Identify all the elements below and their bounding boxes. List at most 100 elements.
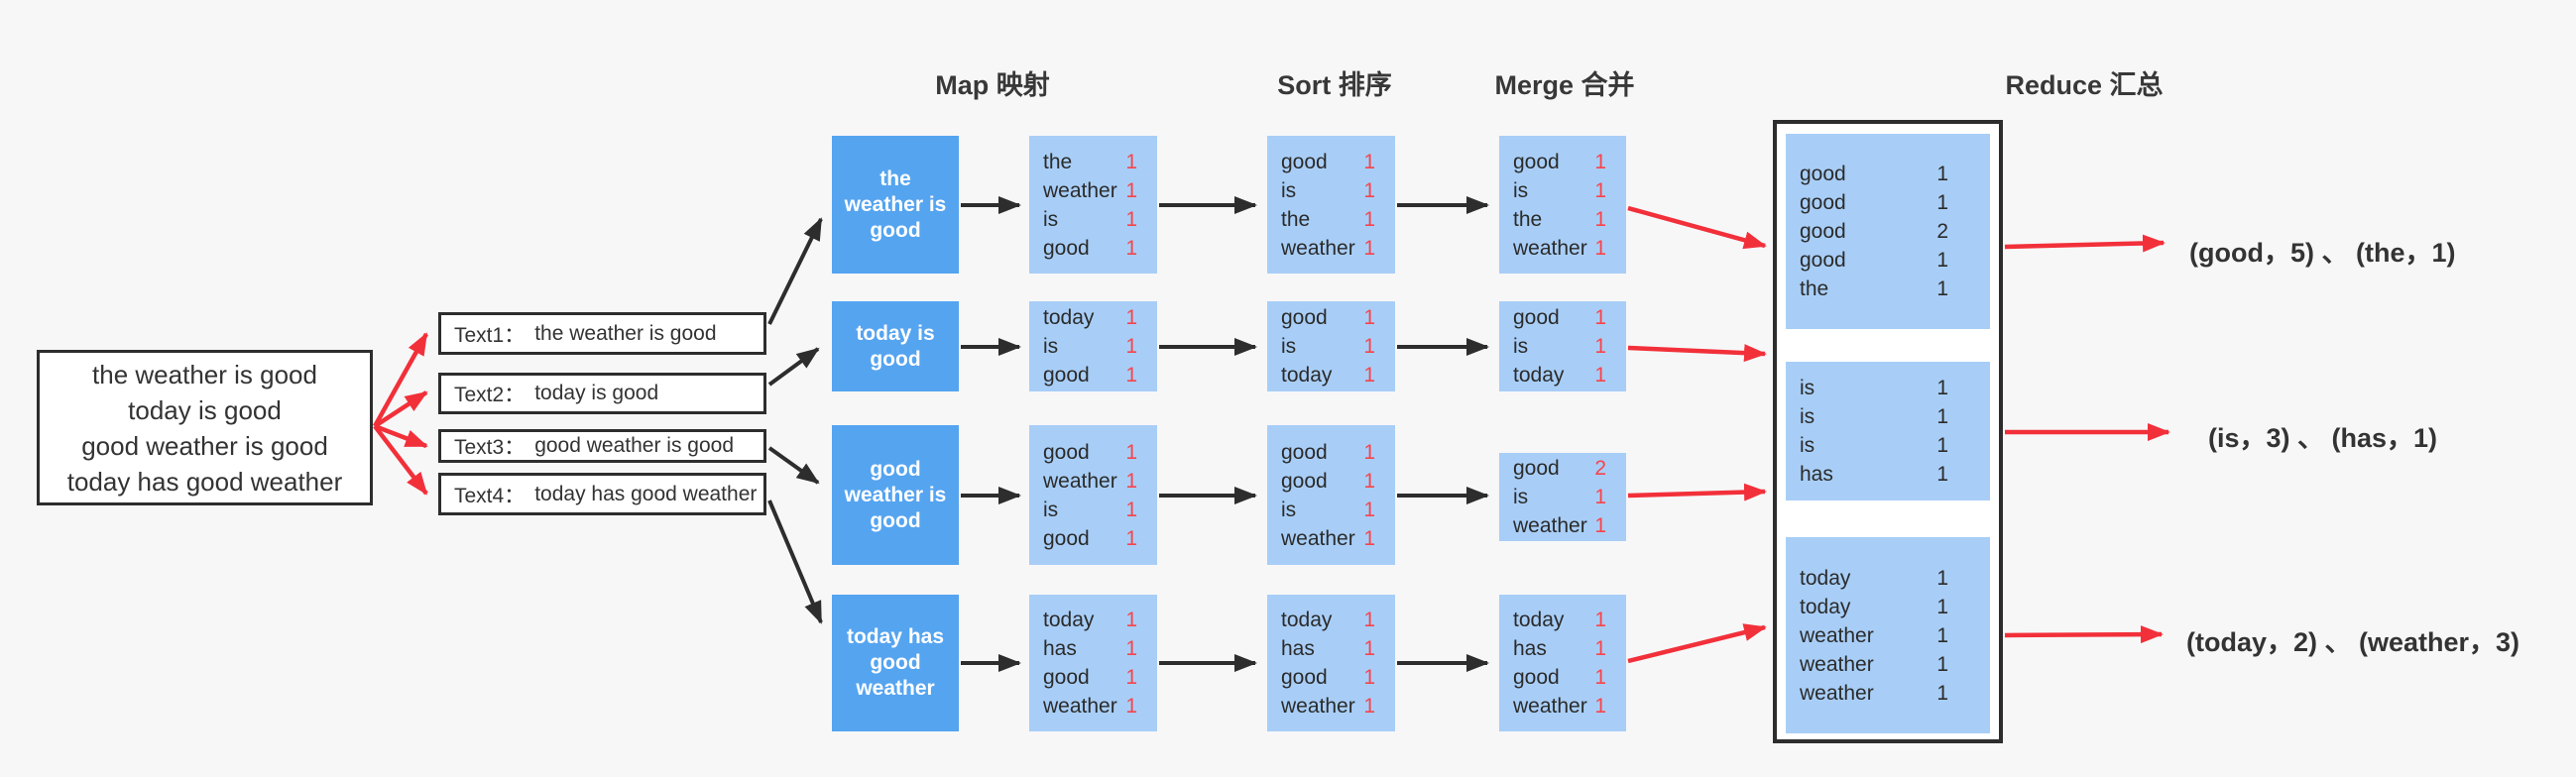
source-line: the weather is good <box>92 359 317 389</box>
word: good <box>1281 666 1328 689</box>
word: weather <box>1043 178 1117 202</box>
count: 1 <box>1594 666 1606 689</box>
count: 1 <box>1125 150 1137 173</box>
count: 1 <box>1594 306 1606 329</box>
count: 1 <box>1594 637 1606 660</box>
count: 1 <box>1594 609 1606 631</box>
word: good <box>1043 236 1090 260</box>
word: good <box>1043 364 1090 387</box>
word: weather <box>1800 681 1874 705</box>
count: 1 <box>1936 377 1948 399</box>
word-count-row: today 1 <box>1043 303 1137 332</box>
count: 2 <box>1936 220 1948 243</box>
text1-label: Text1： <box>454 323 526 347</box>
count: 1 <box>1363 306 1375 329</box>
text4-box: Text4： today has good weather <box>438 473 766 515</box>
word: good <box>1513 150 1560 173</box>
count: 1 <box>1936 434 1948 457</box>
word: weather <box>1513 695 1587 718</box>
count: 1 <box>1125 498 1137 521</box>
text3-box: Text3： good weather is good <box>438 429 766 463</box>
count: 1 <box>1363 150 1375 173</box>
count: 1 <box>1125 609 1137 631</box>
count: 1 <box>1125 306 1137 329</box>
output-result-2: (is，3) 、 (has，1) <box>2208 423 2438 453</box>
count: 1 <box>1594 514 1606 537</box>
word: good <box>1513 457 1560 480</box>
word: weather <box>1281 236 1355 260</box>
count: 1 <box>1594 695 1606 718</box>
word: today <box>1281 609 1333 631</box>
word: good <box>1043 440 1090 464</box>
header-reduce: Reduce 汇总 <box>2005 70 2164 100</box>
count: 1 <box>1363 207 1375 231</box>
word: good <box>1800 163 1846 185</box>
header-map: Map 映射 <box>935 70 1050 100</box>
word-count-row: has 1 <box>1043 634 1137 663</box>
word: good <box>1043 526 1090 550</box>
word: is <box>1043 335 1059 358</box>
count: 1 <box>1936 163 1948 185</box>
text3-label: Text3： <box>454 436 526 459</box>
word: good <box>1281 469 1328 493</box>
count: 1 <box>1594 236 1606 260</box>
word-count-row: has 1 <box>1281 634 1375 663</box>
split-box-4: today has good weather <box>832 595 959 731</box>
output-result-3: (today，2) 、 (weather，3) <box>2186 627 2520 657</box>
count: 1 <box>1363 637 1375 660</box>
word: is <box>1281 335 1297 358</box>
word: weather <box>1800 623 1874 647</box>
word: has <box>1513 637 1547 660</box>
count: 1 <box>1594 364 1606 387</box>
count: 1 <box>1936 249 1948 272</box>
count: 1 <box>1125 236 1137 260</box>
word: today <box>1043 306 1095 329</box>
count: 1 <box>1594 486 1606 508</box>
word-count-row: today 1 <box>1281 606 1375 634</box>
word: has <box>1281 637 1315 660</box>
text1-sentence: the weather is good <box>534 321 717 345</box>
word-count-row: today 1 <box>1513 361 1606 389</box>
text3-sentence: good weather is good <box>534 434 735 457</box>
word: is <box>1800 434 1815 457</box>
word: today <box>1800 595 1851 618</box>
word-count-row: good 1 <box>1800 160 1948 188</box>
word-count-row: weather 1 <box>1513 692 1606 721</box>
count: 1 <box>1363 364 1375 387</box>
word: the <box>1043 150 1073 173</box>
word: has <box>1043 637 1077 660</box>
source-line: today has good weather <box>66 466 343 497</box>
word: today <box>1513 364 1565 387</box>
count: 1 <box>1125 637 1137 660</box>
count: 1 <box>1594 150 1606 173</box>
text2-box: Text2： today is good <box>438 373 766 414</box>
word-count-row: the 1 <box>1043 148 1137 176</box>
text2-label: Text2： <box>454 384 526 406</box>
count: 1 <box>1125 695 1137 718</box>
count: 1 <box>1363 609 1375 631</box>
count: 1 <box>1936 463 1948 486</box>
